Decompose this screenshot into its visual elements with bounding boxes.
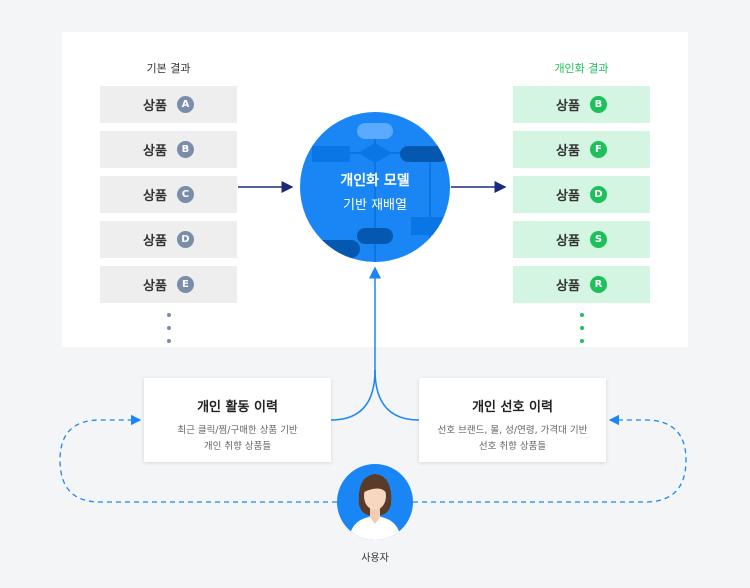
- activity-desc-2: 개인 취향 상품들: [203, 441, 272, 452]
- personal-results-label: 개인화 결과: [554, 62, 609, 75]
- preference-curve: [374, 369, 420, 421]
- product-name: 상품: [143, 144, 167, 159]
- product-badge: B: [176, 141, 194, 158]
- product-item: 상품 R: [513, 266, 650, 303]
- preference-desc-1: 선호 브랜드, 몰, 성/연령, 가격대 기반: [437, 425, 588, 436]
- model-title: 개인화 모델: [340, 173, 410, 189]
- dashed-right: [413, 414, 687, 503]
- flowchart-icon: [300, 112, 450, 262]
- product-name: 상품: [556, 279, 580, 294]
- preference-desc-2: 선호 취향 상품들: [478, 441, 547, 452]
- activity-title: 개인 활동 이력: [197, 400, 278, 415]
- personal-results: 개인화 결과 상품 B 상품 F 상품 D 상품 S 상품 R: [513, 60, 650, 352]
- activity-history-card: 개인 활동 이력 최근 클릭/찜/구매한 상품 기반 개인 취향 상품들: [144, 378, 331, 462]
- product-name: 상품: [556, 234, 580, 249]
- activity-curve: [330, 369, 376, 421]
- product-item: 상품 C: [100, 176, 237, 213]
- product-name: 상품: [143, 279, 167, 294]
- user-avatar-icon: [337, 464, 413, 540]
- dashed-left: [59, 414, 337, 503]
- basic-results-label: 기본 결과: [146, 62, 191, 75]
- model-subtitle: 기반 재배열: [343, 198, 407, 213]
- product-name: 상품: [143, 189, 167, 204]
- product-badge: C: [176, 186, 194, 203]
- product-item: 상품 S: [513, 221, 650, 258]
- product-badge: A: [176, 96, 194, 113]
- product-badge: S: [589, 231, 607, 248]
- more-dots: [100, 311, 237, 343]
- product-name: 상품: [556, 99, 580, 114]
- product-badge: D: [176, 231, 194, 248]
- more-dots: [513, 311, 650, 343]
- product-name: 상품: [556, 144, 580, 159]
- product-badge: B: [589, 96, 607, 113]
- product-item: 상품 F: [513, 131, 650, 168]
- product-item: 상품 B: [100, 131, 237, 168]
- product-badge: R: [589, 276, 607, 293]
- user-label: 사용자: [361, 553, 389, 564]
- preference-title: 개인 선호 이력: [472, 400, 553, 415]
- product-badge: E: [176, 276, 194, 293]
- personalization-model: 개인화 모델 기반 재배열: [300, 112, 450, 262]
- product-item: 상품 B: [513, 86, 650, 123]
- user-avatar: [337, 464, 413, 540]
- product-name: 상품: [143, 99, 167, 114]
- product-badge: D: [589, 186, 607, 203]
- activity-desc-1: 최근 클릭/찜/구매한 상품 기반: [177, 425, 298, 436]
- basic-results: 기본 결과 상품 A 상품 B 상품 C 상품 D 상품 E: [100, 60, 237, 352]
- product-item: 상품 E: [100, 266, 237, 303]
- product-item: 상품 D: [513, 176, 650, 213]
- preference-history-card: 개인 선호 이력 선호 브랜드, 몰, 성/연령, 가격대 기반 선호 취향 상…: [419, 378, 606, 462]
- product-badge: F: [589, 141, 607, 158]
- product-item: 상품 D: [100, 221, 237, 258]
- product-name: 상품: [556, 189, 580, 204]
- product-name: 상품: [143, 234, 167, 249]
- product-item: 상품 A: [100, 86, 237, 123]
